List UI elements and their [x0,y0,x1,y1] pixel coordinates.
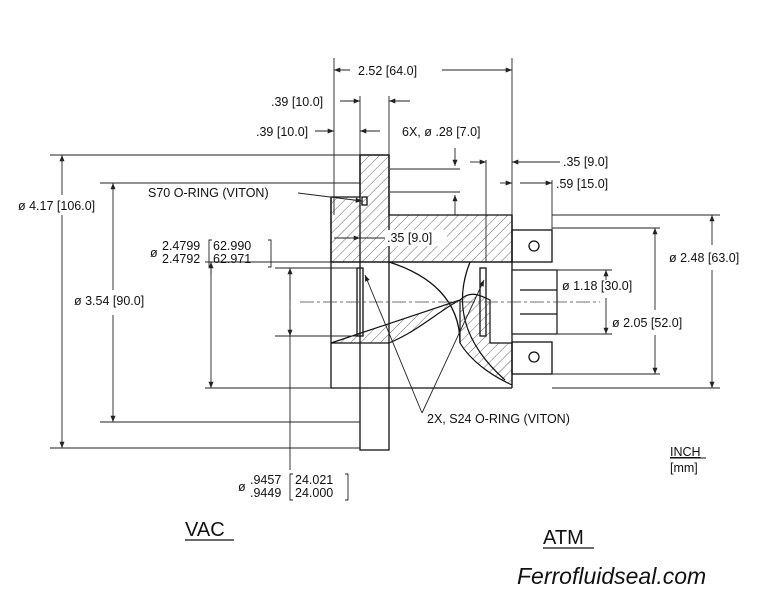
dim-bolt-circle-text: ø 2.05 [52.0] [612,316,682,330]
dim-holes-text: 6X, ø .28 [7.0] [402,125,481,139]
shaft-bracket [289,473,349,501]
dim-housing-step-text: .35 [9.0] [563,155,608,169]
shaft-max-text: .9457 [250,473,281,487]
dim-shaft-od-text: ø 1.18 [30.0] [562,279,632,293]
bore-min-text: 2.4792 [162,252,200,266]
hole-upper [528,240,540,252]
bore-max-text: 2.4799 [162,239,200,253]
labels: INCH [mm] VAC ATM Ferrofluidseal.com [185,445,706,589]
units-primary: INCH [670,445,701,459]
vac-label: VAC [185,519,225,541]
shaft-min-text: .9449 [250,486,281,500]
atm-boss-lower [511,341,553,375]
dim-inner-step-text: .35 [9.0] [387,231,432,245]
bore-max-mm-text: 62.990 [213,239,251,253]
hole-lower [528,351,540,363]
bore-bracket [208,239,272,268]
dim-flange-left-b-text: .39 [10.0] [256,125,308,139]
shaft-min-mm-text: 24.000 [295,486,333,500]
dimension-text: 2.52 [64.0] .39 [10.0] .39 [10.0] 6X, ø … [18,62,739,501]
dim-overall-length-text: 2.52 [64.0] [358,64,417,78]
units-secondary: [mm] [670,461,698,475]
s24-callout-text: 2X, S24 O-RING (VITON) [427,412,570,426]
dim-housing-od-text: ø 2.48 [63.0] [669,251,739,265]
atm-label: ATM [543,527,584,549]
dimension-lines [50,58,720,470]
bearing-section [330,293,513,386]
dim-atm-boss-text: .59 [15.0] [556,177,608,191]
shaft-symbol: ø [238,480,246,494]
shaft-max-mm-text: 24.021 [295,473,333,487]
s24-leader [364,274,423,414]
dim-flange-left-a-text: .39 [10.0] [271,95,323,109]
bore-symbol: ø [150,246,158,260]
s70-callout-text: S70 O-RING (VITON) [148,186,269,200]
atm-boss [511,229,553,263]
bore-curve-left [388,261,461,344]
dim-flange-od-text: ø 4.17 [106.0] [18,199,95,213]
s70-leader [297,192,363,203]
brand-label: Ferrofluidseal.com [517,563,706,589]
bore-min-mm-text: 62.971 [213,252,251,266]
dim-pilot-od-text: ø 3.54 [90.0] [74,294,144,308]
